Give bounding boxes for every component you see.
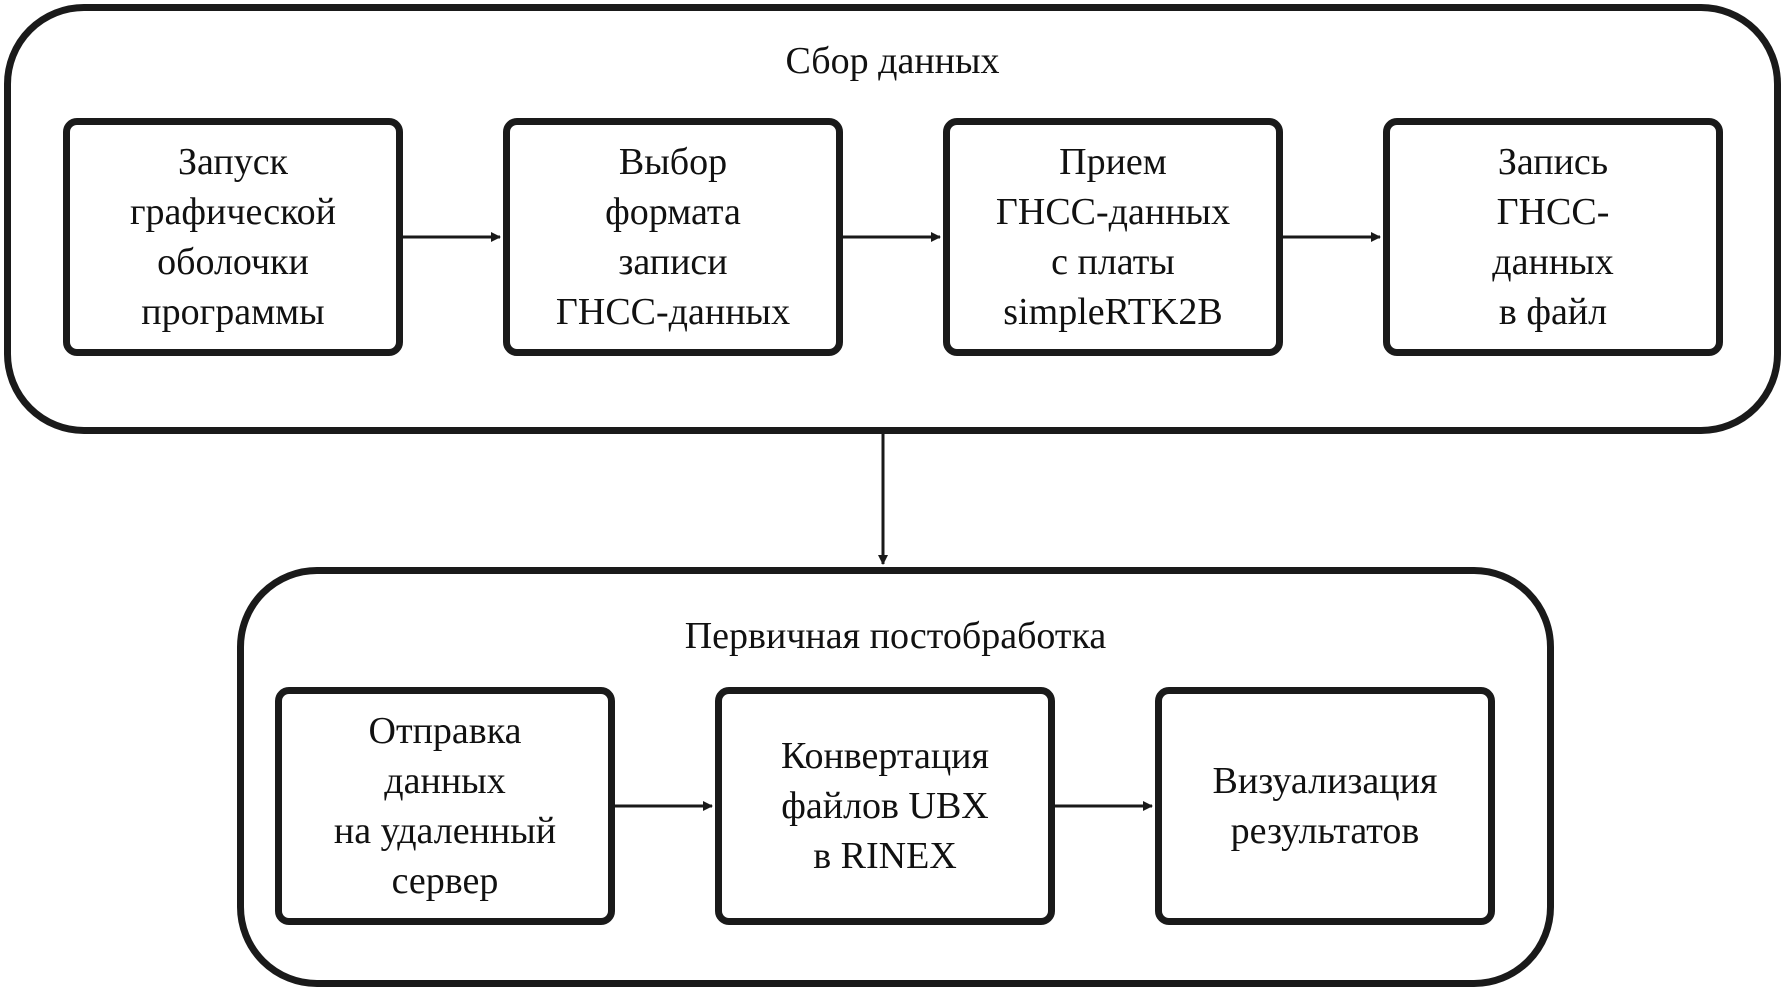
step-write-file: Запись ГНСС- данных в файл [1383,118,1723,356]
step-launch-gui: Запуск графической оболочки программы [63,118,403,356]
step-label: Выбор формата записи ГНСС-данных [555,141,791,333]
step-send-to-server: Отправка данных на удаленный сервер [275,687,615,925]
stage-title: Сбор данных [785,40,1000,82]
step-label: Запуск графической оболочки программы [129,141,337,333]
step-label: Визуализация результатов [1212,760,1438,852]
step-receive-data: Прием ГНСС-данных с платы simpleRTK2B [943,118,1283,356]
step-label: Отправка данных на удаленный сервер [333,710,557,902]
step-select-format: Выбор формата записи ГНСС-данных [503,118,843,356]
step-label: Прием ГНСС-данных с платы simpleRTK2B [995,141,1231,333]
step-label: Конвертация файлов UBX в RINEX [781,735,989,877]
stage-title: Первичная постобработка [684,615,1107,657]
step-label: Запись ГНСС- данных в файл [1492,141,1614,333]
step-visualize-results: Визуализация результатов [1155,687,1495,925]
step-convert-ubx-rinex: Конвертация файлов UBX в RINEX [715,687,1055,925]
